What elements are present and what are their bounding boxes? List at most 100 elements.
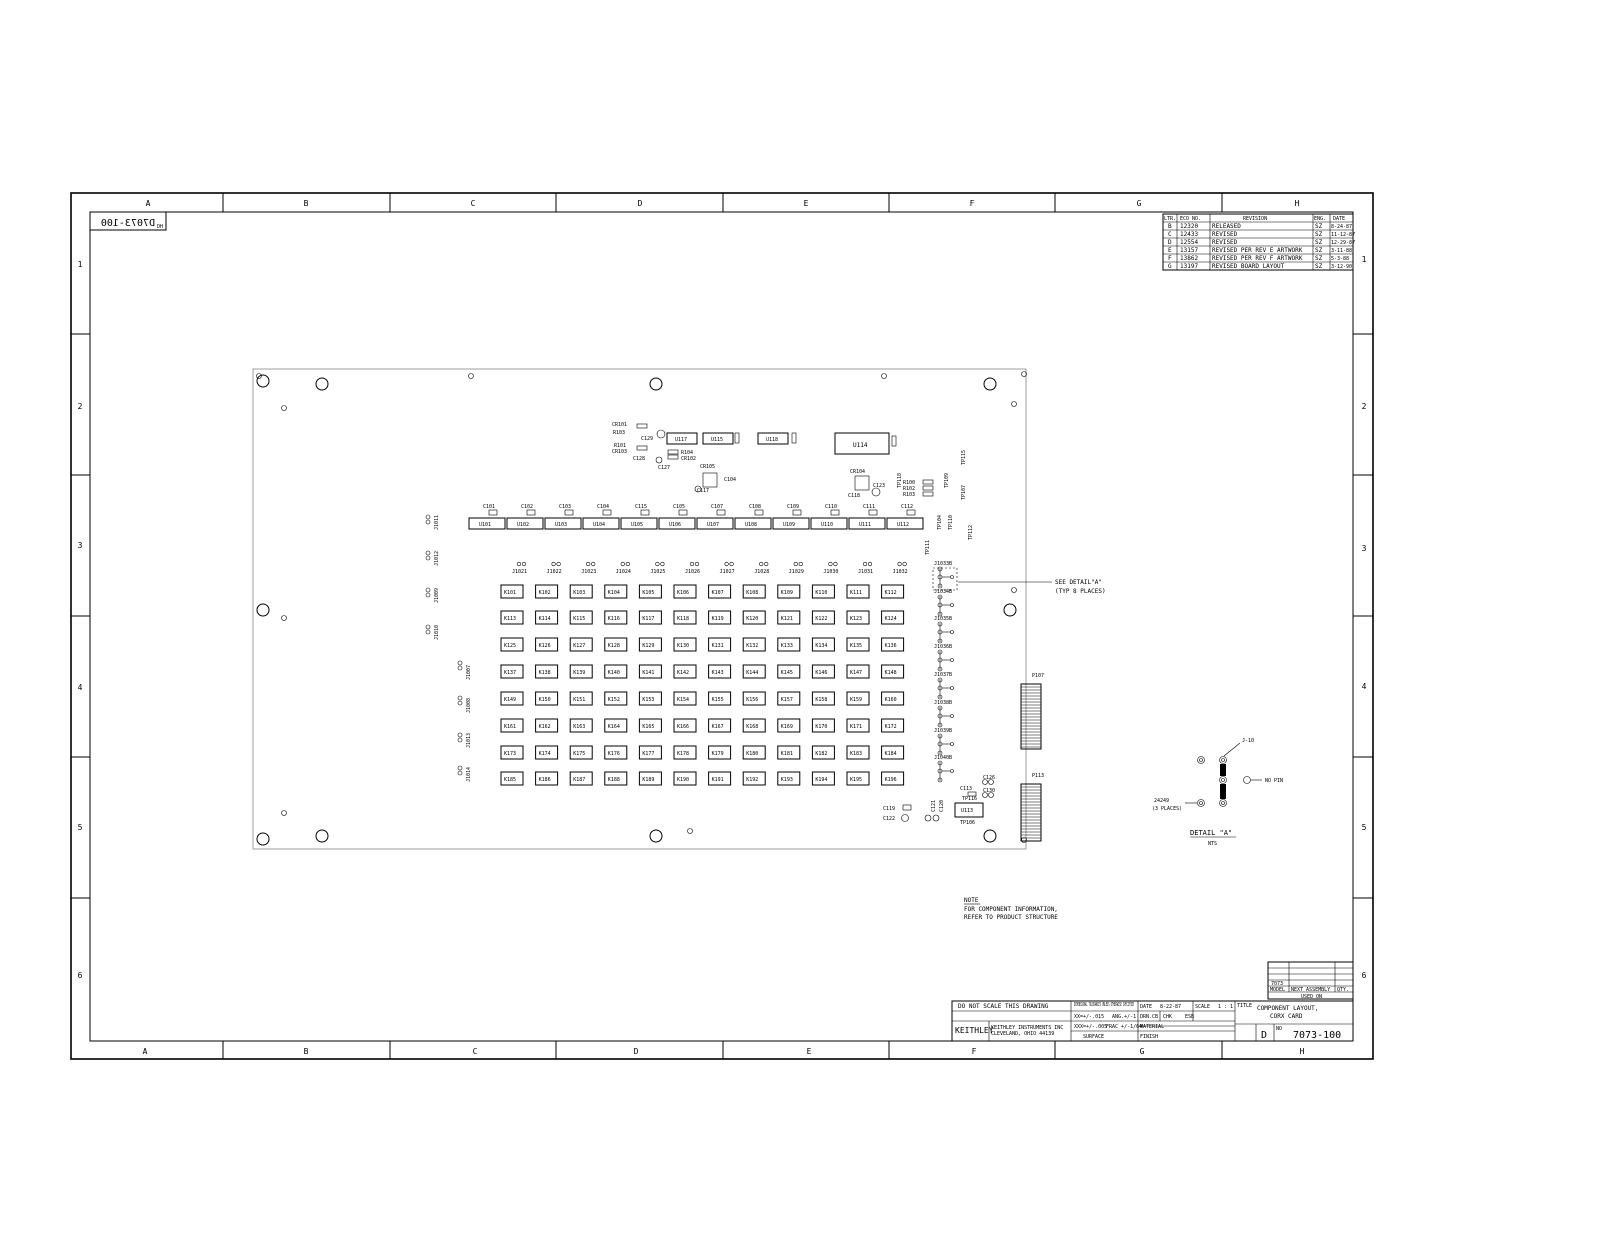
callout-text: SEE DETAIL"A": [1055, 579, 1102, 586]
relay-label: K120: [746, 616, 758, 622]
relay: [535, 610, 559, 625]
relay-label: K146: [815, 670, 827, 676]
relay: [811, 691, 835, 706]
detail-title: DETAIL "A": [1190, 829, 1232, 837]
relay-label: K180: [746, 751, 758, 757]
pin: [950, 658, 954, 662]
rev-cell: 12320: [1180, 223, 1198, 230]
pin: [937, 621, 943, 627]
rev-cell: 3-12-90: [1331, 264, 1352, 270]
relay-label: K173: [504, 751, 516, 757]
u-ic: [468, 517, 506, 530]
surface-label: SURFACE: [1083, 1034, 1104, 1040]
relay: [708, 610, 732, 625]
relay-label: K172: [885, 724, 897, 730]
relay-label: K140: [608, 670, 620, 676]
cap-label: C102: [521, 504, 533, 510]
part-label: R100: [903, 480, 915, 486]
cap: [678, 509, 688, 516]
pin: [862, 561, 868, 567]
rev-cell: 12-29-87: [1331, 240, 1355, 246]
relay: [673, 664, 697, 679]
ic-label: U114: [853, 442, 868, 449]
pin: [655, 561, 660, 567]
rev-cell: B: [1168, 223, 1172, 230]
relay: [811, 610, 835, 625]
detail-marker-box: [932, 567, 958, 591]
relay: [881, 771, 905, 786]
col-label: H: [1295, 199, 1300, 208]
relay: [673, 771, 697, 786]
relay: [500, 610, 524, 625]
relay-label: K145: [781, 670, 793, 676]
cap-label: C107: [711, 504, 723, 510]
cap: [602, 509, 612, 516]
u-label: U104: [593, 522, 605, 528]
edge-connectors: P107 P113: [1020, 673, 1044, 842]
relay-label: K111: [850, 590, 862, 596]
u-label: U105: [631, 522, 643, 528]
u-ic: [506, 517, 544, 530]
relay: [708, 637, 732, 652]
tol-value: XXX=+/-.005: [1074, 1024, 1107, 1030]
relay: [500, 718, 524, 733]
relay: [673, 718, 697, 733]
relay-label: K170: [815, 724, 827, 730]
pin: [937, 583, 943, 589]
relay: [811, 718, 835, 733]
tp-label: TP112: [968, 525, 974, 540]
col-label: D: [638, 199, 643, 208]
tp-label: TP115: [961, 450, 967, 465]
j-label: J1024: [616, 569, 631, 575]
relay-label: K196: [885, 777, 897, 783]
relay-label: K103: [573, 590, 585, 596]
relay: [569, 718, 593, 733]
relay-label: K177: [642, 751, 654, 757]
rev-cell: 12554: [1180, 239, 1198, 246]
relay-label: K135: [850, 643, 862, 649]
pin: [586, 561, 591, 567]
pin: [937, 611, 943, 617]
u-label: U111: [859, 522, 871, 528]
relay-label: K129: [642, 643, 654, 649]
relay-label: K176: [608, 751, 620, 757]
j-label: J1021: [512, 569, 527, 575]
row-label: 6: [1362, 971, 1367, 980]
tp-label: TP109: [944, 473, 950, 488]
u-ic: [772, 517, 810, 530]
relay-label: K116: [608, 616, 620, 622]
part-label: C118: [848, 493, 860, 499]
pin: [591, 561, 596, 567]
cap: [640, 509, 650, 516]
title-line: CORX CARD: [1270, 1013, 1303, 1020]
relay: [569, 610, 593, 625]
part-label: TP106: [960, 820, 975, 826]
part-label: C123: [873, 483, 885, 489]
relay: [777, 664, 801, 679]
relay: [604, 637, 628, 652]
part-label: C128: [633, 456, 645, 462]
pin: [937, 677, 943, 683]
relay: [569, 664, 593, 679]
relay: [742, 691, 766, 706]
relay: [881, 691, 905, 706]
col-label: B: [304, 1047, 309, 1056]
u-ic: [810, 517, 848, 530]
rev-cell: 13197: [1180, 263, 1198, 270]
note-block: NOTE FOR COMPONENT INFORMATION, REFER TO…: [964, 897, 1058, 921]
ic-label: U117: [675, 437, 687, 443]
material-label: MATERIAL: [1140, 1024, 1164, 1030]
relay-label: K156: [746, 697, 758, 703]
relay-label: K185: [504, 777, 516, 783]
pin: [556, 561, 561, 567]
relay-label: K186: [539, 777, 551, 783]
relay-label: K191: [712, 777, 724, 783]
title-label: TITLE: [1237, 1003, 1252, 1009]
pin: [937, 649, 943, 655]
pin: [937, 777, 943, 783]
relay: [604, 745, 628, 760]
cap-label: C109: [787, 504, 799, 510]
u-ic: [848, 517, 886, 530]
rev-cell: SZ: [1315, 255, 1323, 262]
